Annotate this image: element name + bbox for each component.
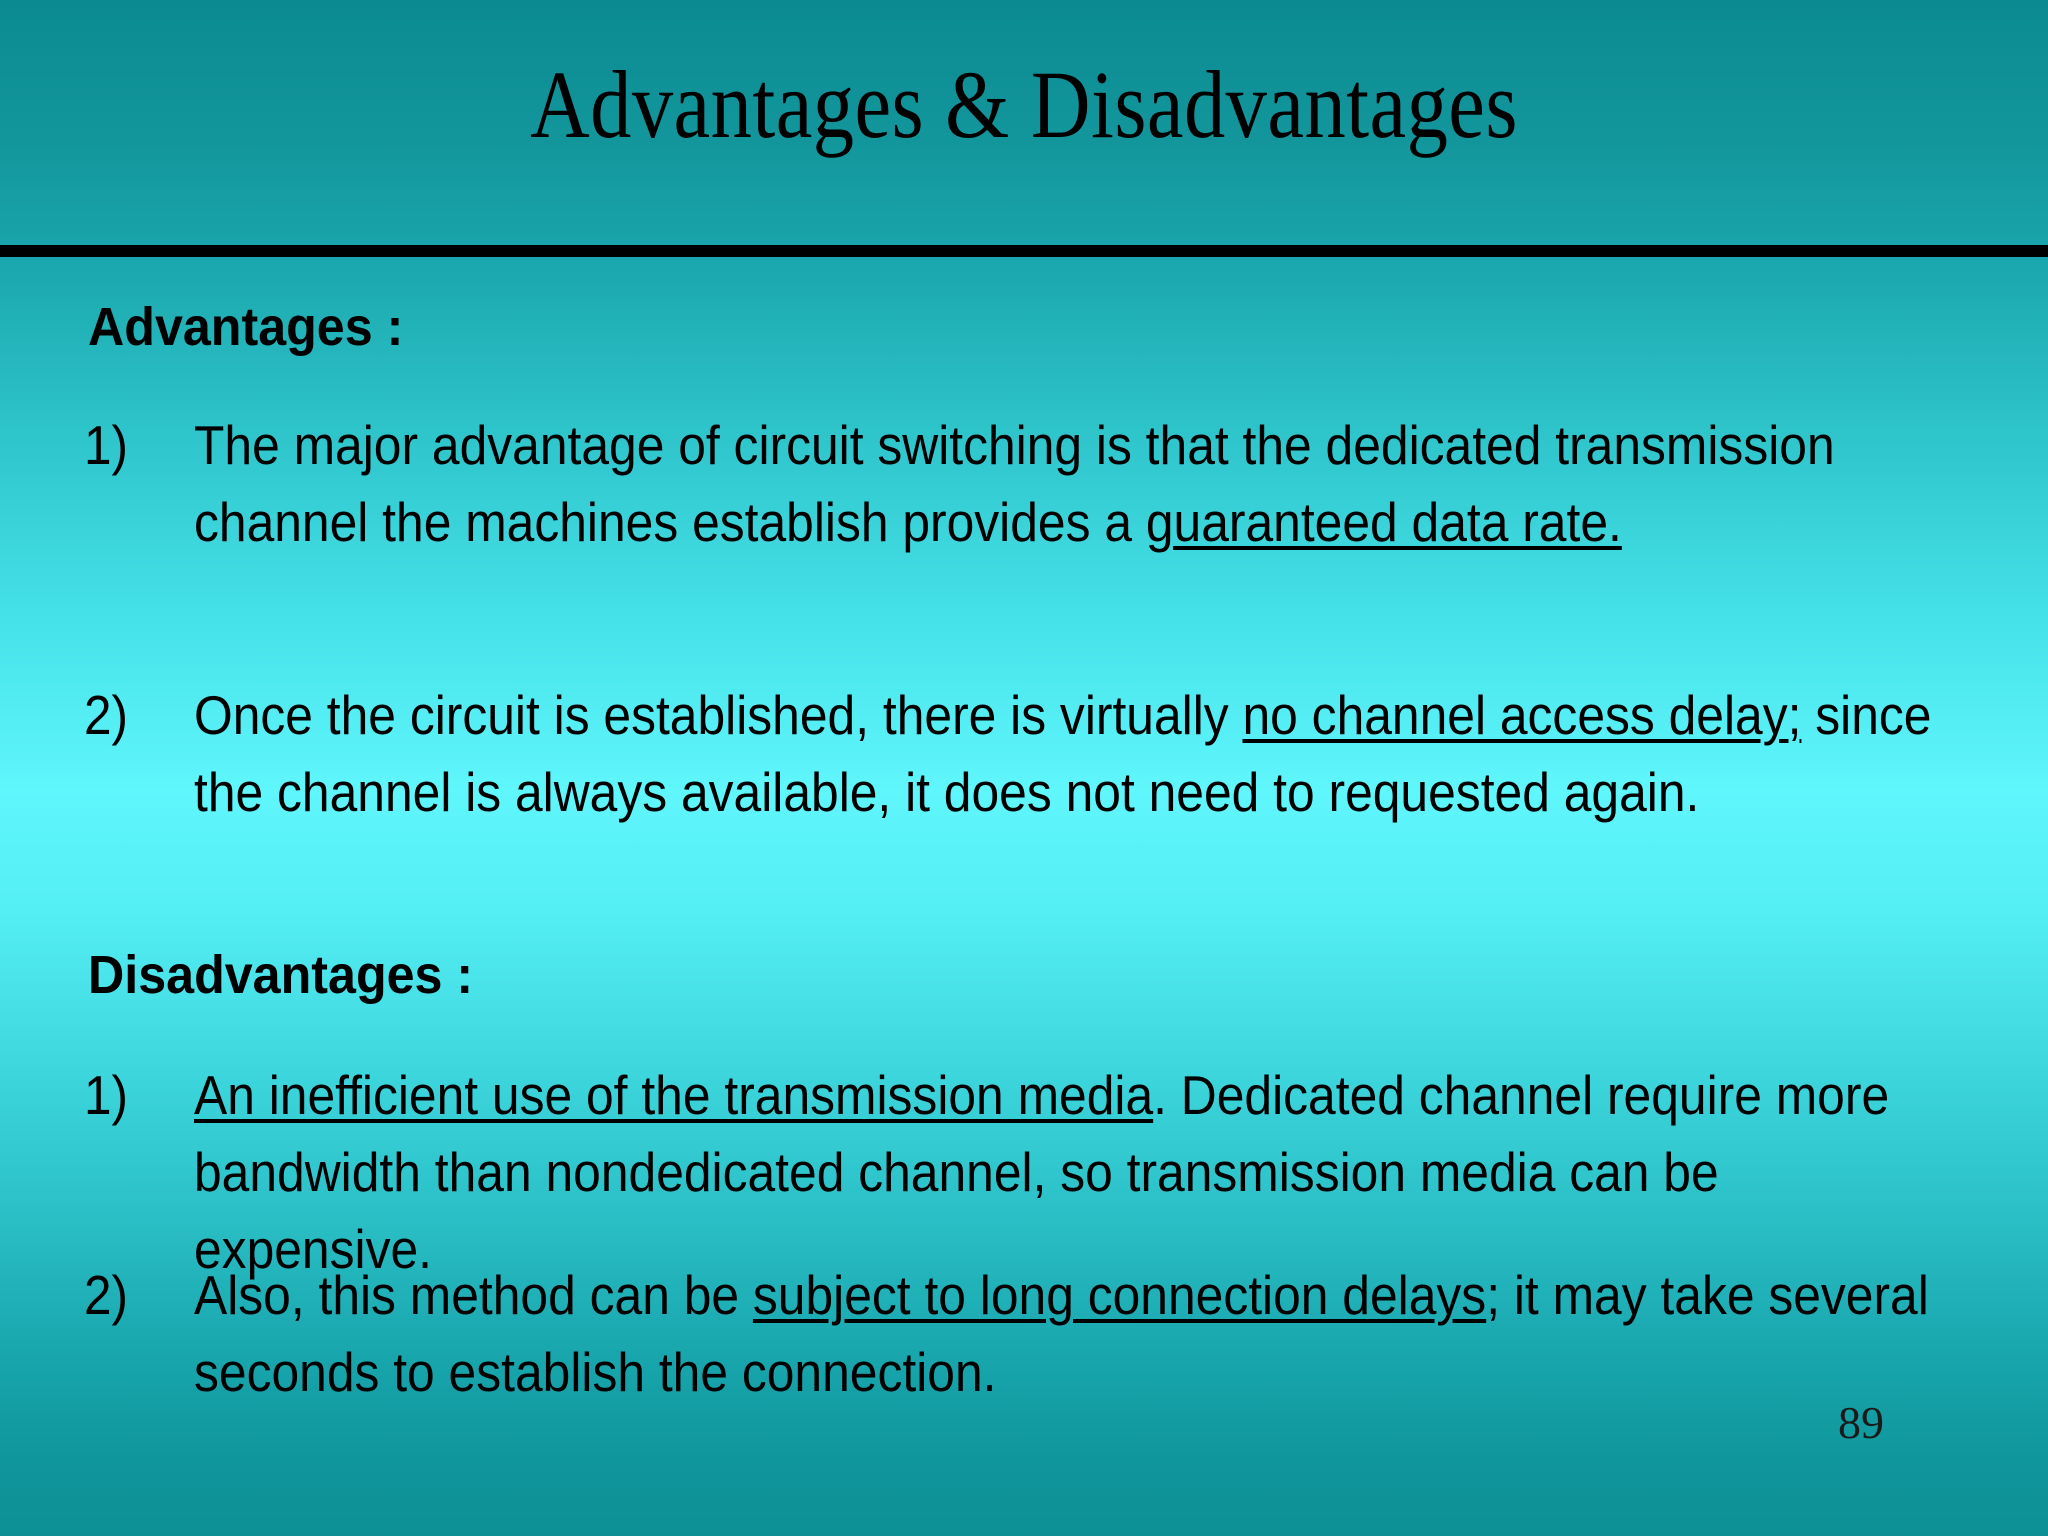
list-item-text: An inefficient use of the transmission m… [194, 1057, 1963, 1288]
list-item-number: 1) [84, 414, 129, 476]
list-item-text: Once the circuit is established, there i… [194, 677, 1963, 831]
list-item: 1) An inefficient use of the transmissio… [84, 1057, 1964, 1288]
list-item-text: The major advantage of circuit switching… [194, 407, 1963, 561]
list-item-number: 2) [84, 684, 129, 746]
title-divider-rule [0, 245, 2048, 257]
list-item: 2) Once the circuit is established, ther… [84, 677, 1964, 831]
section-heading-advantages: Advantages : [88, 297, 404, 357]
text-run-plain-tail: . Dedicated channel require more bandwid… [194, 1064, 1890, 1280]
text-run-plain-tail: ; it may take several seconds to establi… [194, 1264, 1929, 1403]
section-heading-disadvantages: Disadvantages : [88, 945, 474, 1005]
text-run-plain: The major advantage of circuit switching… [194, 414, 1835, 553]
slide-body: Advantages : 1) The major advantage of c… [0, 257, 2048, 1536]
list-item: 1) The major advantage of circuit switch… [84, 407, 1964, 561]
text-run-underlined: guaranteed data rate. [1145, 491, 1622, 553]
text-run-underlined: no channel access delay; [1242, 684, 1802, 746]
text-run-plain-tail: since the channel is always available, i… [194, 684, 1932, 823]
text-run-plain: Also, this method can be [194, 1264, 753, 1326]
title-band: Advantages & Disadvantages [0, 0, 2048, 245]
list-item: 2) Also, this method can be subject to l… [84, 1257, 1964, 1411]
text-run-plain: Once the circuit is established, there i… [194, 684, 1243, 746]
page-title: Advantages & Disadvantages [530, 51, 1518, 158]
list-item-number: 1) [84, 1064, 129, 1126]
page-number: 89 [1838, 1397, 1884, 1448]
list-item-number: 2) [84, 1264, 129, 1326]
list-item-text: Also, this method can be subject to long… [194, 1257, 1963, 1411]
text-run-underlined: subject to long connection delays [752, 1264, 1487, 1326]
text-run-underlined: An inefficient use of the transmission m… [194, 1064, 1154, 1126]
